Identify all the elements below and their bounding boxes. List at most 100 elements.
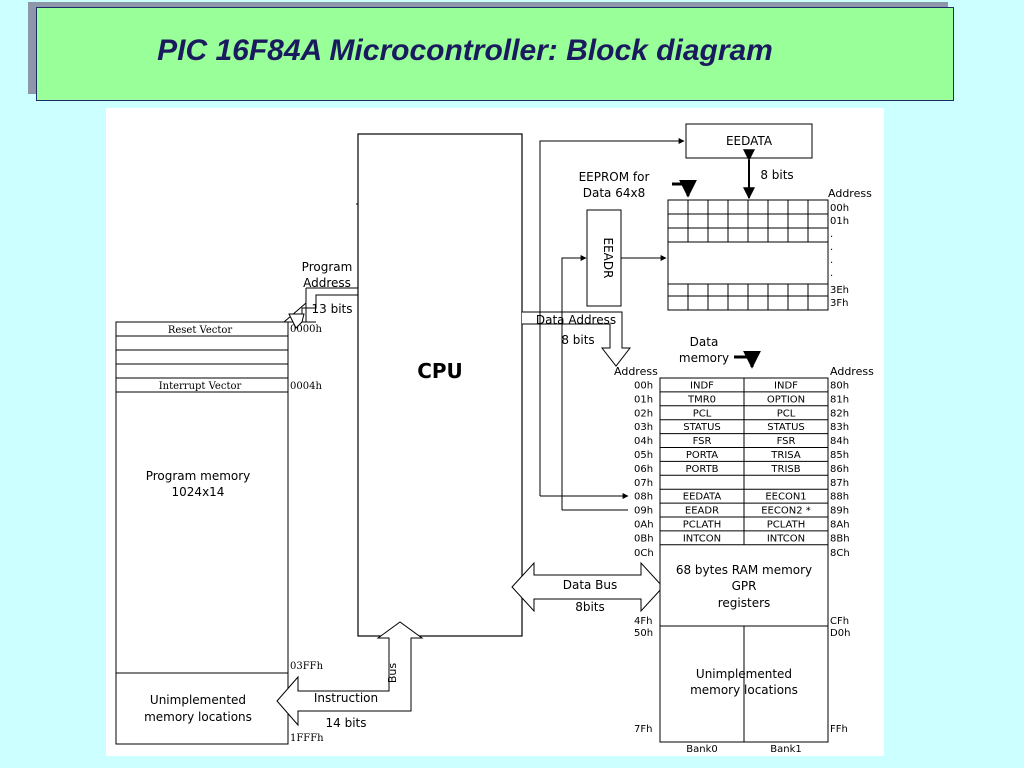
register-right-address: 84h bbox=[830, 436, 849, 447]
data-bus-label: Data Bus bbox=[563, 578, 618, 592]
register-bank1-name: OPTION bbox=[767, 394, 805, 405]
eeprom-label: EEPROM for bbox=[579, 170, 650, 184]
register-bank1-name: EECON1 bbox=[765, 492, 806, 503]
eeprom-address-header: Address bbox=[828, 187, 872, 200]
gpr-start-left: 0Ch bbox=[634, 548, 654, 559]
eedata-label: EEDATA bbox=[726, 134, 773, 148]
gpr-start-right: 8Ch bbox=[830, 548, 850, 559]
eeprom-label-2: Data 64x8 bbox=[583, 186, 645, 200]
eeprom-address: . bbox=[830, 268, 833, 279]
eeprom-address: 00h bbox=[830, 203, 849, 214]
register-left-address: 08h bbox=[634, 492, 653, 503]
reg-unimplemented-label: Unimplemented bbox=[696, 667, 792, 681]
register-bank1-name: TRISB bbox=[770, 464, 800, 475]
data-memory-label-2: memory bbox=[679, 351, 729, 365]
instruction-label: Instruction bbox=[314, 691, 378, 705]
data-memory-caption: Data memory bbox=[679, 335, 761, 369]
program-memory-size: 1024x14 bbox=[172, 485, 225, 499]
eeprom-array: EEPROM for Data 64x8 Address 00h01h....3… bbox=[579, 170, 872, 311]
gpr-label-3: registers bbox=[718, 596, 771, 610]
addr-03ffh: 03FFh bbox=[290, 661, 324, 672]
register-left-address: 02h bbox=[634, 408, 653, 419]
reg-unimplemented-label-2: memory locations bbox=[690, 683, 798, 697]
reset-vector-label: Reset Vector bbox=[168, 325, 233, 336]
addr-0004h: 0004h bbox=[290, 381, 322, 392]
register-right-address: 88h bbox=[830, 492, 849, 503]
register-right-address: 86h bbox=[830, 464, 849, 475]
bus-label: Bus bbox=[386, 663, 399, 684]
register-bank0-name: FSR bbox=[693, 436, 712, 447]
end-right: FFh bbox=[830, 724, 848, 735]
register-bank0-name: PORTB bbox=[685, 464, 718, 475]
program-memory: Reset Vector Interrupt Vector Program me… bbox=[115, 321, 324, 745]
register-right-address: 8Ah bbox=[830, 520, 850, 531]
cpu-label: CPU bbox=[417, 359, 463, 383]
instruction-bits: 14 bits bbox=[326, 716, 367, 730]
program-unimplemented-label-2: memory locations bbox=[144, 710, 252, 724]
register-left-address: 00h bbox=[634, 381, 653, 392]
eeprom-address: 01h bbox=[830, 216, 849, 227]
program-unimplemented-label: Unimplemented bbox=[150, 693, 246, 707]
register-bank1-name: TRISA bbox=[770, 450, 801, 461]
end-left: 7Fh bbox=[634, 724, 652, 735]
register-bank0-name: INTCON bbox=[683, 533, 721, 544]
register-bank1-name: STATUS bbox=[767, 422, 805, 433]
register-left-address: 09h bbox=[634, 506, 653, 517]
page-title: PIC 16F84A Microcontroller: Block diagra… bbox=[157, 34, 773, 67]
register-right-address: 81h bbox=[830, 394, 849, 405]
reg-address-header-left: Address bbox=[614, 365, 658, 378]
register-bank1-name: EECON2 * bbox=[761, 506, 811, 517]
register-right-address: 83h bbox=[830, 422, 849, 433]
bank1-label: Bank1 bbox=[770, 744, 801, 755]
data-bus: Data Bus 8bits bbox=[511, 561, 664, 614]
register-bank0-name: PORTA bbox=[686, 450, 718, 461]
register-left-address: 03h bbox=[634, 422, 653, 433]
register-left-address: 04h bbox=[634, 436, 653, 447]
bank0-label: Bank0 bbox=[686, 744, 717, 755]
register-bank0-name: INDF bbox=[690, 381, 714, 392]
program-memory-label: Program memory bbox=[146, 469, 251, 483]
data-bus-bits: 8bits bbox=[575, 600, 605, 614]
program-address-label-2: Address bbox=[303, 276, 351, 290]
unimpl-start-right: D0h bbox=[830, 628, 850, 639]
eeprom-address: . bbox=[830, 255, 833, 266]
register-file: Address Address 00h INDF INDF 80h 01h TMR0 OPT… bbox=[614, 365, 874, 755]
data-address-bits: 8 bits bbox=[561, 333, 594, 347]
register-right-address: 8Bh bbox=[830, 533, 850, 544]
register-left-address: 0Ah bbox=[634, 520, 654, 531]
register-right-address: 87h bbox=[830, 478, 849, 489]
gpr-end-right: CFh bbox=[830, 616, 849, 627]
eedata-block: EEDATA 8 bits bbox=[539, 123, 813, 499]
addr-0000h: 0000h bbox=[290, 324, 322, 335]
gpr-label: 68 bytes RAM memory bbox=[676, 563, 812, 577]
eeprom-address: . bbox=[830, 229, 833, 240]
register-left-address: 0Bh bbox=[634, 533, 654, 544]
register-bank0-name: TMR0 bbox=[687, 394, 716, 405]
data-address-label: Data Address bbox=[536, 313, 616, 327]
eeprom-address: 3Fh bbox=[830, 298, 848, 309]
register-bank0-name: PCLATH bbox=[683, 520, 722, 531]
register-bank1-name: PCL bbox=[777, 408, 796, 419]
addr-1fffh: 1FFFh bbox=[290, 733, 324, 744]
eeadr-label: EEADR bbox=[601, 238, 615, 279]
eeadr-block: EEADR bbox=[561, 209, 667, 511]
register-left-address: 05h bbox=[634, 450, 653, 461]
program-address-bits: 13 bits bbox=[312, 302, 353, 316]
register-bank1-name: PCLATH bbox=[767, 520, 806, 531]
register-right-address: 89h bbox=[830, 506, 849, 517]
data-memory-label: Data bbox=[690, 335, 719, 349]
register-bank0-name: EEDATA bbox=[683, 492, 722, 503]
eeprom-bits: 8 bits bbox=[760, 168, 793, 182]
register-right-address: 80h bbox=[830, 381, 849, 392]
register-bank1-name: INDF bbox=[774, 381, 798, 392]
register-left-address: 01h bbox=[634, 394, 653, 405]
gpr-label-2: GPR bbox=[732, 579, 757, 593]
reg-address-header-right: Address bbox=[830, 365, 874, 378]
register-right-address: 85h bbox=[830, 450, 849, 461]
register-left-address: 06h bbox=[634, 464, 653, 475]
block-diagram-svg: Reset Vector Interrupt Vector Program me… bbox=[115, 123, 874, 755]
register-right-address: 82h bbox=[830, 408, 849, 419]
cpu-block: CPU bbox=[356, 133, 523, 637]
register-bank0-name: EEADR bbox=[685, 506, 719, 517]
